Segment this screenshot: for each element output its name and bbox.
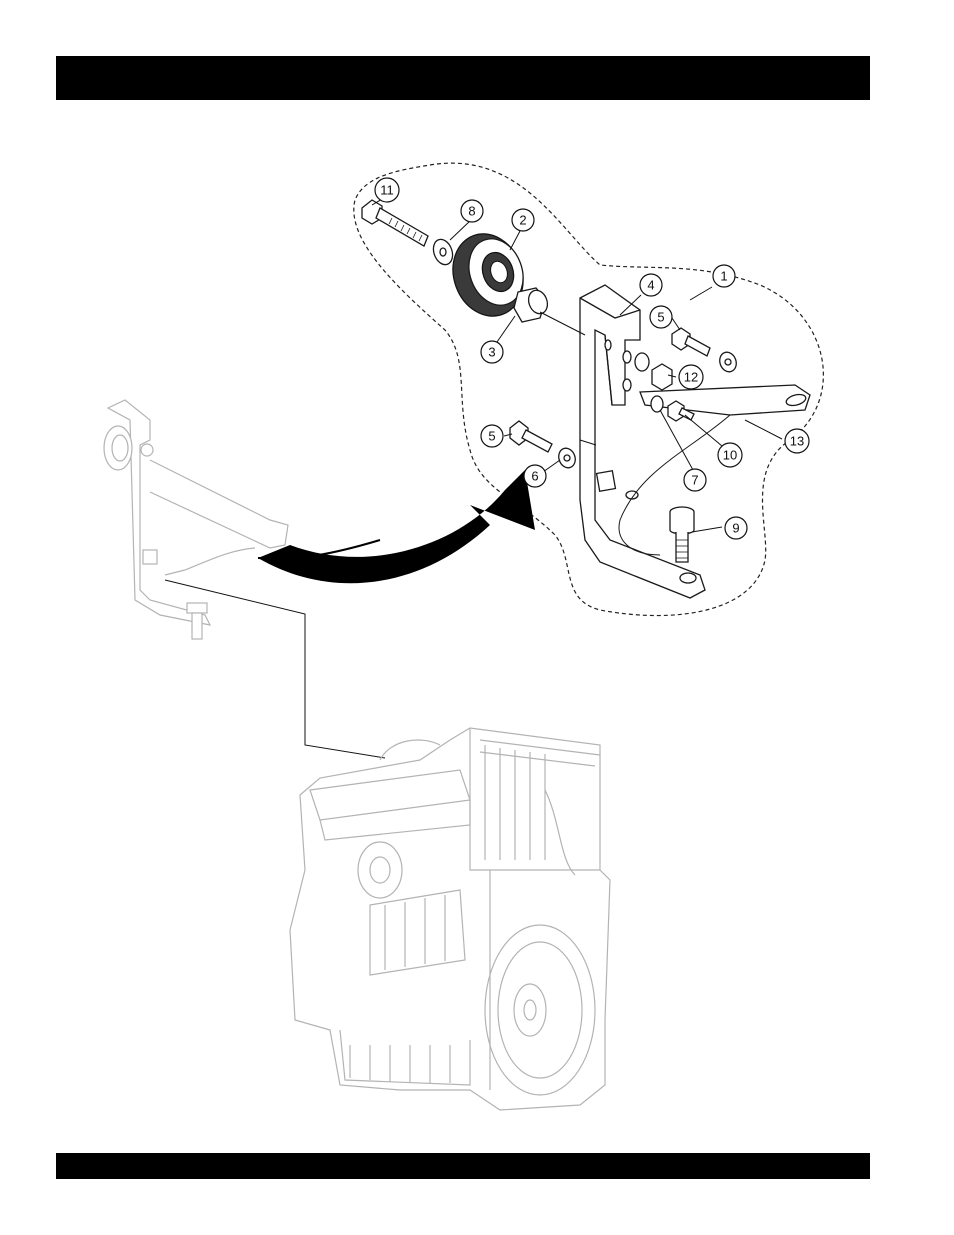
svg-text:3: 3 — [488, 345, 495, 360]
callout-13: 13 — [785, 429, 809, 453]
callout-2: 2 — [512, 209, 534, 231]
svg-text:5: 5 — [488, 429, 495, 444]
svg-text:13: 13 — [790, 434, 804, 449]
callout-11: 11 — [375, 178, 399, 202]
washer-upper — [717, 350, 739, 374]
bolt-5-upper — [672, 328, 710, 356]
svg-text:4: 4 — [647, 278, 654, 293]
bolt-11 — [362, 200, 428, 246]
capscrew-9 — [670, 507, 694, 562]
svg-text:11: 11 — [380, 183, 394, 198]
washer-6 — [556, 446, 578, 470]
svg-text:7: 7 — [691, 473, 698, 488]
callout-4: 4 — [640, 274, 662, 296]
callout-8: 8 — [461, 200, 483, 222]
svg-text:2: 2 — [519, 213, 526, 228]
callout-7: 7 — [684, 469, 706, 491]
svg-text:10: 10 — [723, 448, 737, 463]
bolt-5-lower — [510, 421, 552, 452]
callout-6: 6 — [524, 465, 546, 487]
washer-and-nut-12 — [635, 353, 672, 390]
svg-text:1: 1 — [720, 269, 727, 284]
svg-text:12: 12 — [684, 370, 698, 385]
callout-12: 12 — [679, 365, 703, 389]
callout-10: 10 — [718, 443, 742, 467]
spacer-3 — [514, 288, 551, 322]
callout-5-upper: 5 — [650, 306, 672, 328]
brace-13 — [619, 385, 810, 555]
svg-text:9: 9 — [732, 521, 739, 536]
svg-text:5: 5 — [657, 310, 664, 325]
callout-5-lower: 5 — [481, 425, 503, 447]
svg-text:6: 6 — [531, 469, 538, 484]
washer-8 — [430, 237, 456, 268]
callout-9: 9 — [725, 517, 747, 539]
washer-7 — [651, 396, 663, 412]
callout-1: 1 — [713, 265, 735, 287]
callout-3: 3 — [481, 341, 503, 363]
svg-text:8: 8 — [468, 204, 475, 219]
engine-illustration — [290, 728, 610, 1110]
